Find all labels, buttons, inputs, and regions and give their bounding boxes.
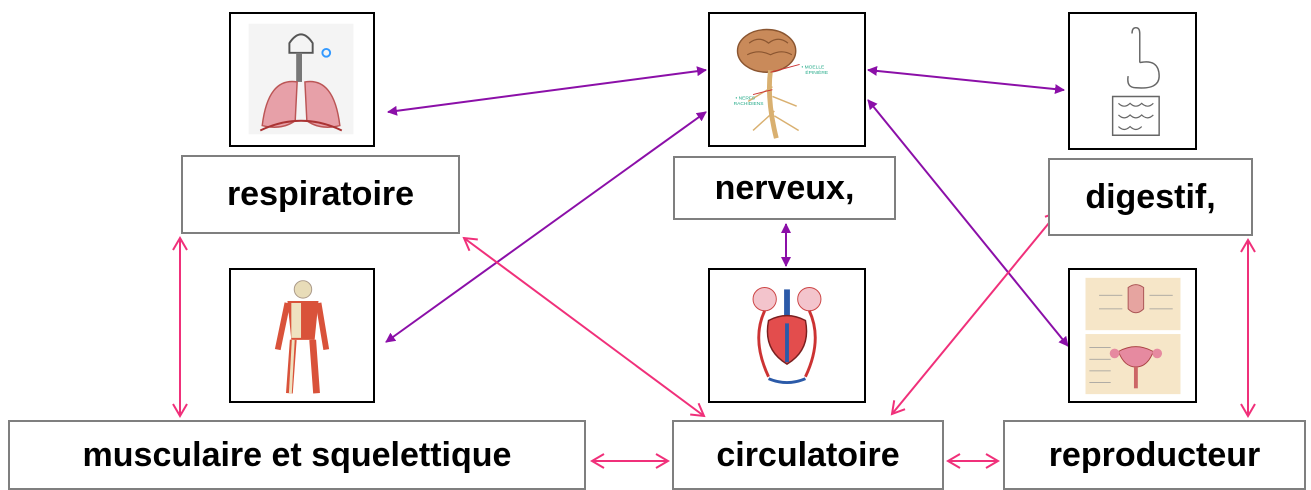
nerveux-image: • MOELLE ÉPINIÈRE • NERFS RACHIDIENS [708,12,866,147]
circulatoire-image [708,268,866,403]
rachidiens-label: RACHIDIENS [734,101,765,107]
heart-icon [710,270,864,401]
digestif-image [1068,12,1197,150]
arrow-digestif-circulatoire [892,212,1058,414]
musculaire-image [229,268,375,403]
respiratoire-image [229,12,375,147]
arrow-nerveux-digestif [868,70,1064,90]
arrow-nerveux-respiratoire [388,70,706,112]
label-circulatoire: circulatoire [672,420,944,490]
lungs-icon [231,14,373,145]
label-reproducteur: reproducteur [1003,420,1306,490]
reproductive-icon [1070,270,1195,401]
label-musculaire: musculaire et squelettique [8,420,586,490]
brain-icon: • MOELLE ÉPINIÈRE • NERFS RACHIDIENS [710,14,864,145]
reproducteur-image [1068,268,1197,403]
moelle-label: • MOELLE [802,64,825,70]
label-nerveux: nerveux, [673,156,896,220]
label-digestif: digestif, [1048,158,1253,236]
arrow-respiratoire-circulatoire [464,238,704,416]
skeleton-icon [231,270,373,401]
digestive-icon [1070,14,1195,148]
arrow-nerveux-reproducteur [868,100,1068,346]
nerfs-label: • NERFS [736,95,756,101]
epiniere-label: ÉPINIÈRE [805,69,828,76]
label-respiratoire: respiratoire [181,155,460,234]
